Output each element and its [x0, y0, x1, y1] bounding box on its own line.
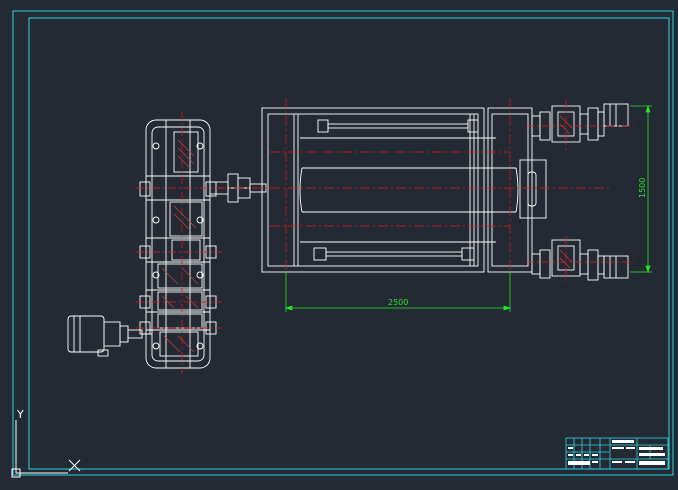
lower-drive-unit	[531, 239, 629, 281]
ucs-icon	[11, 420, 81, 478]
gearbox-housing	[139, 119, 217, 369]
gearbox-centerlines	[136, 112, 222, 374]
dimension-width	[284, 272, 512, 312]
ucs-y-label: Y	[16, 408, 24, 421]
title-block-text	[568, 440, 665, 465]
dimension-width-label: 2500	[388, 298, 408, 307]
gearbox-hatching	[161, 139, 199, 353]
dimension-height	[630, 104, 652, 274]
drive-unit-centerlines	[526, 100, 634, 282]
dimension-height-label: 1500	[638, 178, 647, 198]
drive-motor	[67, 315, 152, 357]
upper-drive-unit	[531, 103, 629, 143]
main-frame-centerlines	[216, 98, 610, 280]
main-frame	[261, 107, 547, 273]
drawing-frame	[12, 10, 674, 476]
